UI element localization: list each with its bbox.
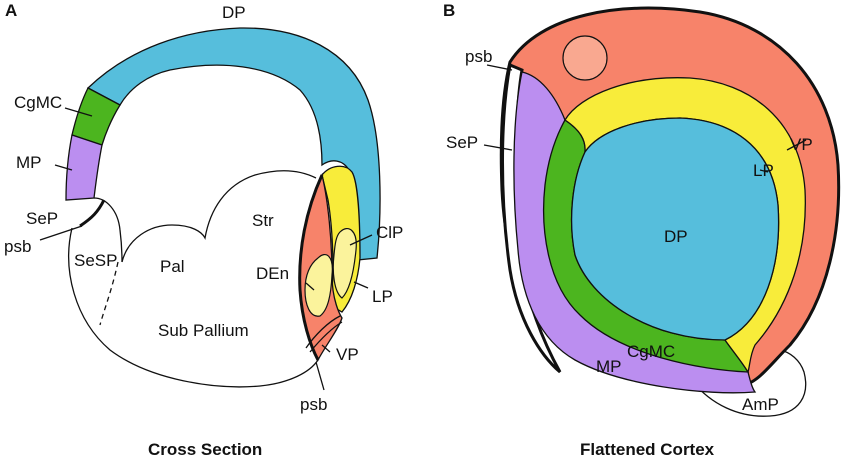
mp-region-cross	[65, 134, 103, 201]
label-lp-cross: LP	[372, 287, 393, 306]
sesp-dashed-boundary	[99, 261, 119, 326]
dp-region-flat	[570, 117, 780, 341]
sep-flat-leader	[483, 144, 513, 151]
vp-spot-flat	[562, 35, 608, 81]
label-str-cross: Str	[252, 211, 274, 230]
psb-boundary-left	[79, 199, 106, 228]
label-mp-cross: MP	[16, 153, 42, 172]
label-vp-cross: VP	[336, 345, 359, 364]
vp-streak-1	[305, 315, 341, 349]
label-vp-flat: VP	[790, 135, 813, 154]
caption-flattened-cortex: Flattened Cortex	[580, 440, 715, 458]
label-dp-cross: DP	[222, 3, 246, 22]
den-region-cross	[304, 254, 333, 317]
mp-leader	[54, 164, 73, 171]
label-mp-flat: MP	[596, 357, 622, 376]
label-psb-bottom-cross: psb	[300, 395, 327, 414]
panel-a-letter: A	[5, 1, 17, 20]
panel-b-letter: B	[443, 1, 455, 20]
label-amp-flat: AmP	[742, 395, 779, 414]
label-clp-cross: ClP	[376, 223, 403, 242]
label-lp-flat: LP	[753, 161, 774, 180]
lp-flat-leader	[759, 169, 769, 173]
septum-outline	[93, 197, 123, 263]
clp-leader	[349, 234, 373, 246]
label-cgmc-cross: CgMC	[14, 93, 62, 112]
label-cgmc-flat: CgMC	[627, 342, 675, 361]
psb-boundary-right	[298, 174, 324, 361]
label-sesp-cross: SeSP	[74, 251, 117, 270]
label-sep-cross: SeP	[26, 209, 58, 228]
label-sep-flat: SeP	[446, 133, 478, 152]
pal-str-outline	[121, 170, 317, 263]
lp-leader	[353, 281, 369, 289]
panel-a: A	[4, 1, 403, 458]
label-dp-flat: DP	[664, 227, 688, 246]
cross-section-outer-outline	[68, 227, 319, 388]
psb-left-leader	[39, 225, 83, 241]
panel-b: B psb SeP VP LP DP CgMC MP AmP Flattened…	[443, 1, 841, 458]
cgmc-leader	[64, 107, 93, 117]
vp-flat-leader	[786, 139, 807, 151]
label-psb-flat: psb	[465, 47, 492, 66]
psb-flat-leader	[486, 64, 513, 71]
caption-cross-section: Cross Section	[148, 440, 262, 458]
label-psb-left-cross: psb	[4, 237, 31, 256]
amp-outline	[689, 349, 807, 417]
psb-bottom-leader	[315, 361, 325, 391]
label-den-cross: DEn	[256, 264, 289, 283]
vp-leader	[321, 344, 331, 353]
label-pal-cross: Pal	[160, 257, 185, 276]
clp-region-cross	[332, 228, 357, 299]
label-sub-pallium: Sub Pallium	[158, 321, 249, 340]
den-leader	[305, 282, 315, 291]
